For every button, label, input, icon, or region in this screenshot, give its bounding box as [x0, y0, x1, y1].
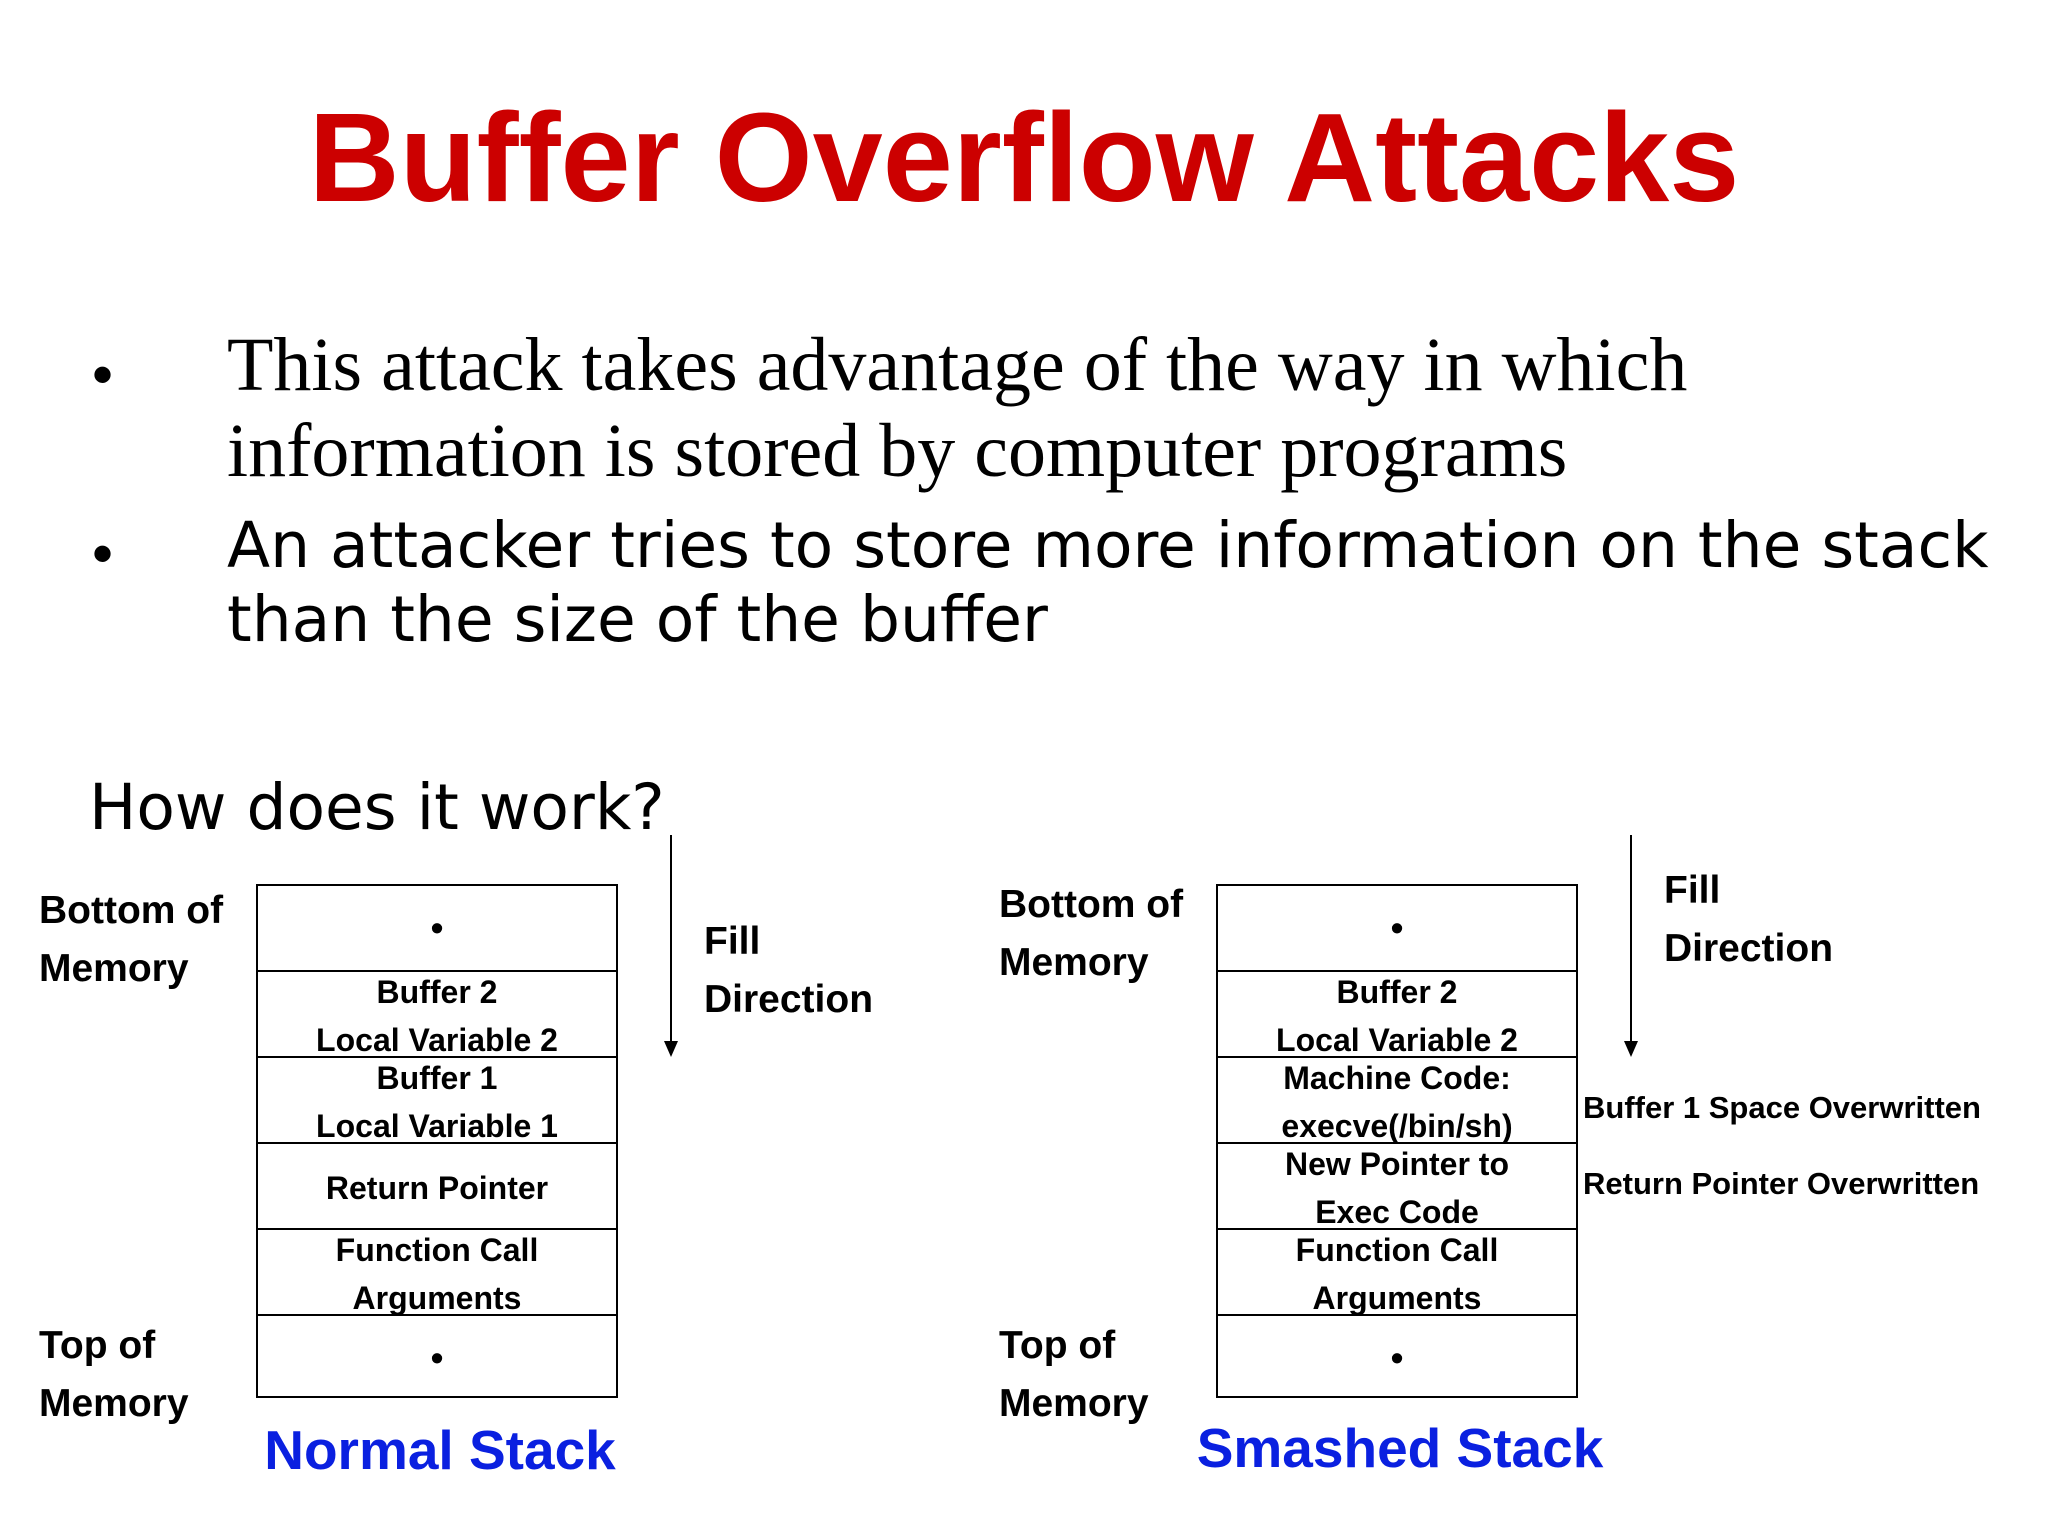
- cell-line-2: Local Variable 2: [316, 1022, 558, 1058]
- cell-line-1: Buffer 2: [1336, 974, 1458, 1010]
- ellipsis-dot: •: [430, 1337, 444, 1378]
- normal-stack-cell-buffer-2: Buffer 2 Local Variable 2: [258, 972, 616, 1058]
- smashed-stack-cell-function-args: Function Call Arguments: [1218, 1230, 1576, 1316]
- cell-line-2: Exec Code: [1315, 1194, 1479, 1230]
- normal-bottom-label-line-2: Memory: [39, 947, 189, 990]
- smashed-stack-cell-new-pointer: New Pointer to Exec Code: [1218, 1144, 1576, 1230]
- cell-line-1: New Pointer to: [1284, 1146, 1509, 1182]
- slide-title: Buffer Overflow Attacks: [308, 87, 1740, 228]
- smashed-top-label-line-2: Memory: [999, 1382, 1149, 1425]
- normal-fill-direction-arrow: [664, 835, 678, 1057]
- bullet-1-line-1: This attack takes advantage of the way i…: [227, 323, 1688, 407]
- cell-line-1: Buffer 1: [376, 1060, 498, 1096]
- smashed-top-label-line-1: Top of: [999, 1324, 1116, 1367]
- cell-line-1: Function Call: [335, 1232, 539, 1268]
- normal-stack-cell-function-args: Function Call Arguments: [258, 1230, 616, 1316]
- normal-stack-cell-top-ellipsis: •: [258, 886, 616, 972]
- bullet-marker-2: •: [92, 520, 114, 587]
- smashed-bottom-of-memory-label: Bottom of Memory: [999, 876, 1183, 992]
- normal-bottom-label-line-1: Bottom of: [39, 889, 224, 932]
- arrow-head: [1624, 1041, 1638, 1057]
- cell-line-2: Local Variable 2: [1276, 1022, 1518, 1058]
- smashed-fill-direction-arrow: [1624, 835, 1638, 1057]
- normal-stack-cell-buffer-1: Buffer 1 Local Variable 1: [258, 1058, 616, 1144]
- arrow-head: [664, 1041, 678, 1057]
- smashed-fill-direction-label: Fill Direction: [1664, 862, 1833, 978]
- normal-stack-caption: Normal Stack: [264, 1419, 616, 1481]
- smashed-bottom-label-line-1: Bottom of: [999, 883, 1184, 926]
- cell-line-2: Arguments: [1312, 1280, 1482, 1316]
- normal-fill-direction-label: Fill Direction: [704, 913, 873, 1029]
- smashed-bottom-label-line-2: Memory: [999, 941, 1149, 984]
- return-pointer-overwritten-annotation: Return Pointer Overwritten: [1583, 1166, 1980, 1201]
- bullet-2-line-2: than the size of the buffer: [227, 583, 1048, 656]
- normal-stack-cell-bottom-ellipsis: •: [258, 1316, 616, 1398]
- normal-bottom-of-memory-label: Bottom of Memory: [39, 882, 223, 998]
- ellipsis-dot: •: [1390, 907, 1404, 948]
- cell-text: Return Pointer: [325, 1170, 549, 1206]
- buffer-1-overwritten-annotation: Buffer 1 Space Overwritten: [1583, 1090, 1981, 1125]
- fill-label-line-1: Fill: [704, 920, 761, 963]
- smashed-stack-caption: Smashed Stack: [1196, 1417, 1604, 1479]
- smashed-stack-cell-buffer-2: Buffer 2 Local Variable 2: [1218, 972, 1576, 1058]
- normal-top-of-memory-label: Top of Memory: [39, 1317, 189, 1433]
- bullet-1-line-2: information is stored by computer progra…: [227, 409, 1568, 493]
- normal-top-label-line-1: Top of: [39, 1324, 156, 1367]
- ellipsis-dot: •: [1390, 1337, 1404, 1378]
- smashed-top-of-memory-label: Top of Memory: [999, 1317, 1149, 1433]
- cell-line-2: Arguments: [352, 1280, 522, 1316]
- normal-top-label-line-2: Memory: [39, 1382, 189, 1425]
- cell-line-2: Local Variable 1: [316, 1108, 558, 1144]
- fill-label-line-2: Direction: [704, 978, 874, 1021]
- bullet-marker-1: •: [92, 341, 114, 408]
- bullet-2-line-1: An attacker tries to store more informat…: [227, 509, 1989, 582]
- smashed-stack-cell-top-ellipsis: •: [1218, 886, 1576, 972]
- cell-line-1: Buffer 2: [376, 974, 498, 1010]
- smashed-stack-cell-bottom-ellipsis: •: [1218, 1316, 1576, 1398]
- ellipsis-dot: •: [430, 907, 444, 948]
- cell-line-1: Function Call: [1295, 1232, 1499, 1268]
- how-does-it-work-heading: How does it work?: [89, 771, 665, 844]
- fill-label-line-2: Direction: [1664, 927, 1834, 970]
- normal-stack-cell-return-pointer: Return Pointer: [258, 1144, 616, 1230]
- cell-line-1: Machine Code:: [1283, 1060, 1511, 1096]
- normal-stack-diagram: • Buffer 2 Local Variable 2 Buffer 1 Loc…: [256, 884, 618, 1398]
- fill-label-line-1: Fill: [1664, 869, 1721, 912]
- smashed-stack-cell-machine-code: Machine Code: execve(/bin/sh): [1218, 1058, 1576, 1144]
- smashed-stack-diagram: • Buffer 2 Local Variable 2 Machine Code…: [1216, 884, 1578, 1398]
- cell-line-2: execve(/bin/sh): [1281, 1108, 1513, 1144]
